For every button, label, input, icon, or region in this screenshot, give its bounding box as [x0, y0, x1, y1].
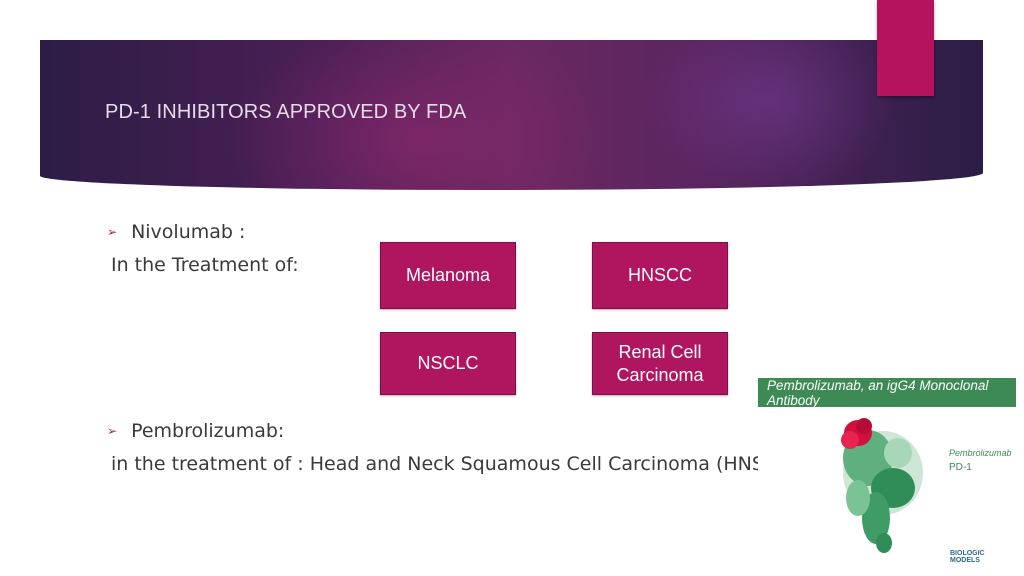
- indication-box-renal-cell-carcinoma: Renal Cell Carcinoma: [592, 332, 728, 395]
- image-label-antibody: Pembrolizumab: [949, 448, 1012, 458]
- image-label-pd1: PD-1: [949, 462, 972, 473]
- slide-title: PD-1 INHIBITORS APPROVED BY FDA: [105, 101, 467, 123]
- indication-box-hnscc: HNSCC: [592, 242, 728, 309]
- pembrolizumab-subtext: in the treatment of : Head and Neck Squa…: [111, 453, 798, 475]
- arrow-bullet-icon: ➢: [107, 424, 118, 438]
- bullet-heading: Nivolumab :: [131, 221, 246, 243]
- bullet-nivolumab: ➢ Nivolumab :: [107, 221, 245, 243]
- image-caption: Pembrolizumab, an igG4 Monoclonal Antibo…: [758, 378, 1016, 408]
- indication-box-nsclc: NSCLC: [380, 332, 516, 395]
- accent-tab: [877, 0, 934, 96]
- image-brand: BIOLOGIC MODELS: [950, 550, 985, 564]
- bullet-pembrolizumab: ➢ Pembrolizumab:: [107, 420, 284, 442]
- indication-box-melanoma: Melanoma: [380, 242, 516, 309]
- arrow-bullet-icon: ➢: [107, 225, 118, 239]
- nivolumab-subtext: In the Treatment of:: [111, 254, 299, 276]
- pembrolizumab-structure-image: Pembrolizumab, an igG4 Monoclonal Antibo…: [758, 378, 1016, 564]
- molecule-illustration: [841, 418, 923, 553]
- bullet-heading: Pembrolizumab:: [131, 420, 285, 442]
- title-banner: [40, 40, 983, 190]
